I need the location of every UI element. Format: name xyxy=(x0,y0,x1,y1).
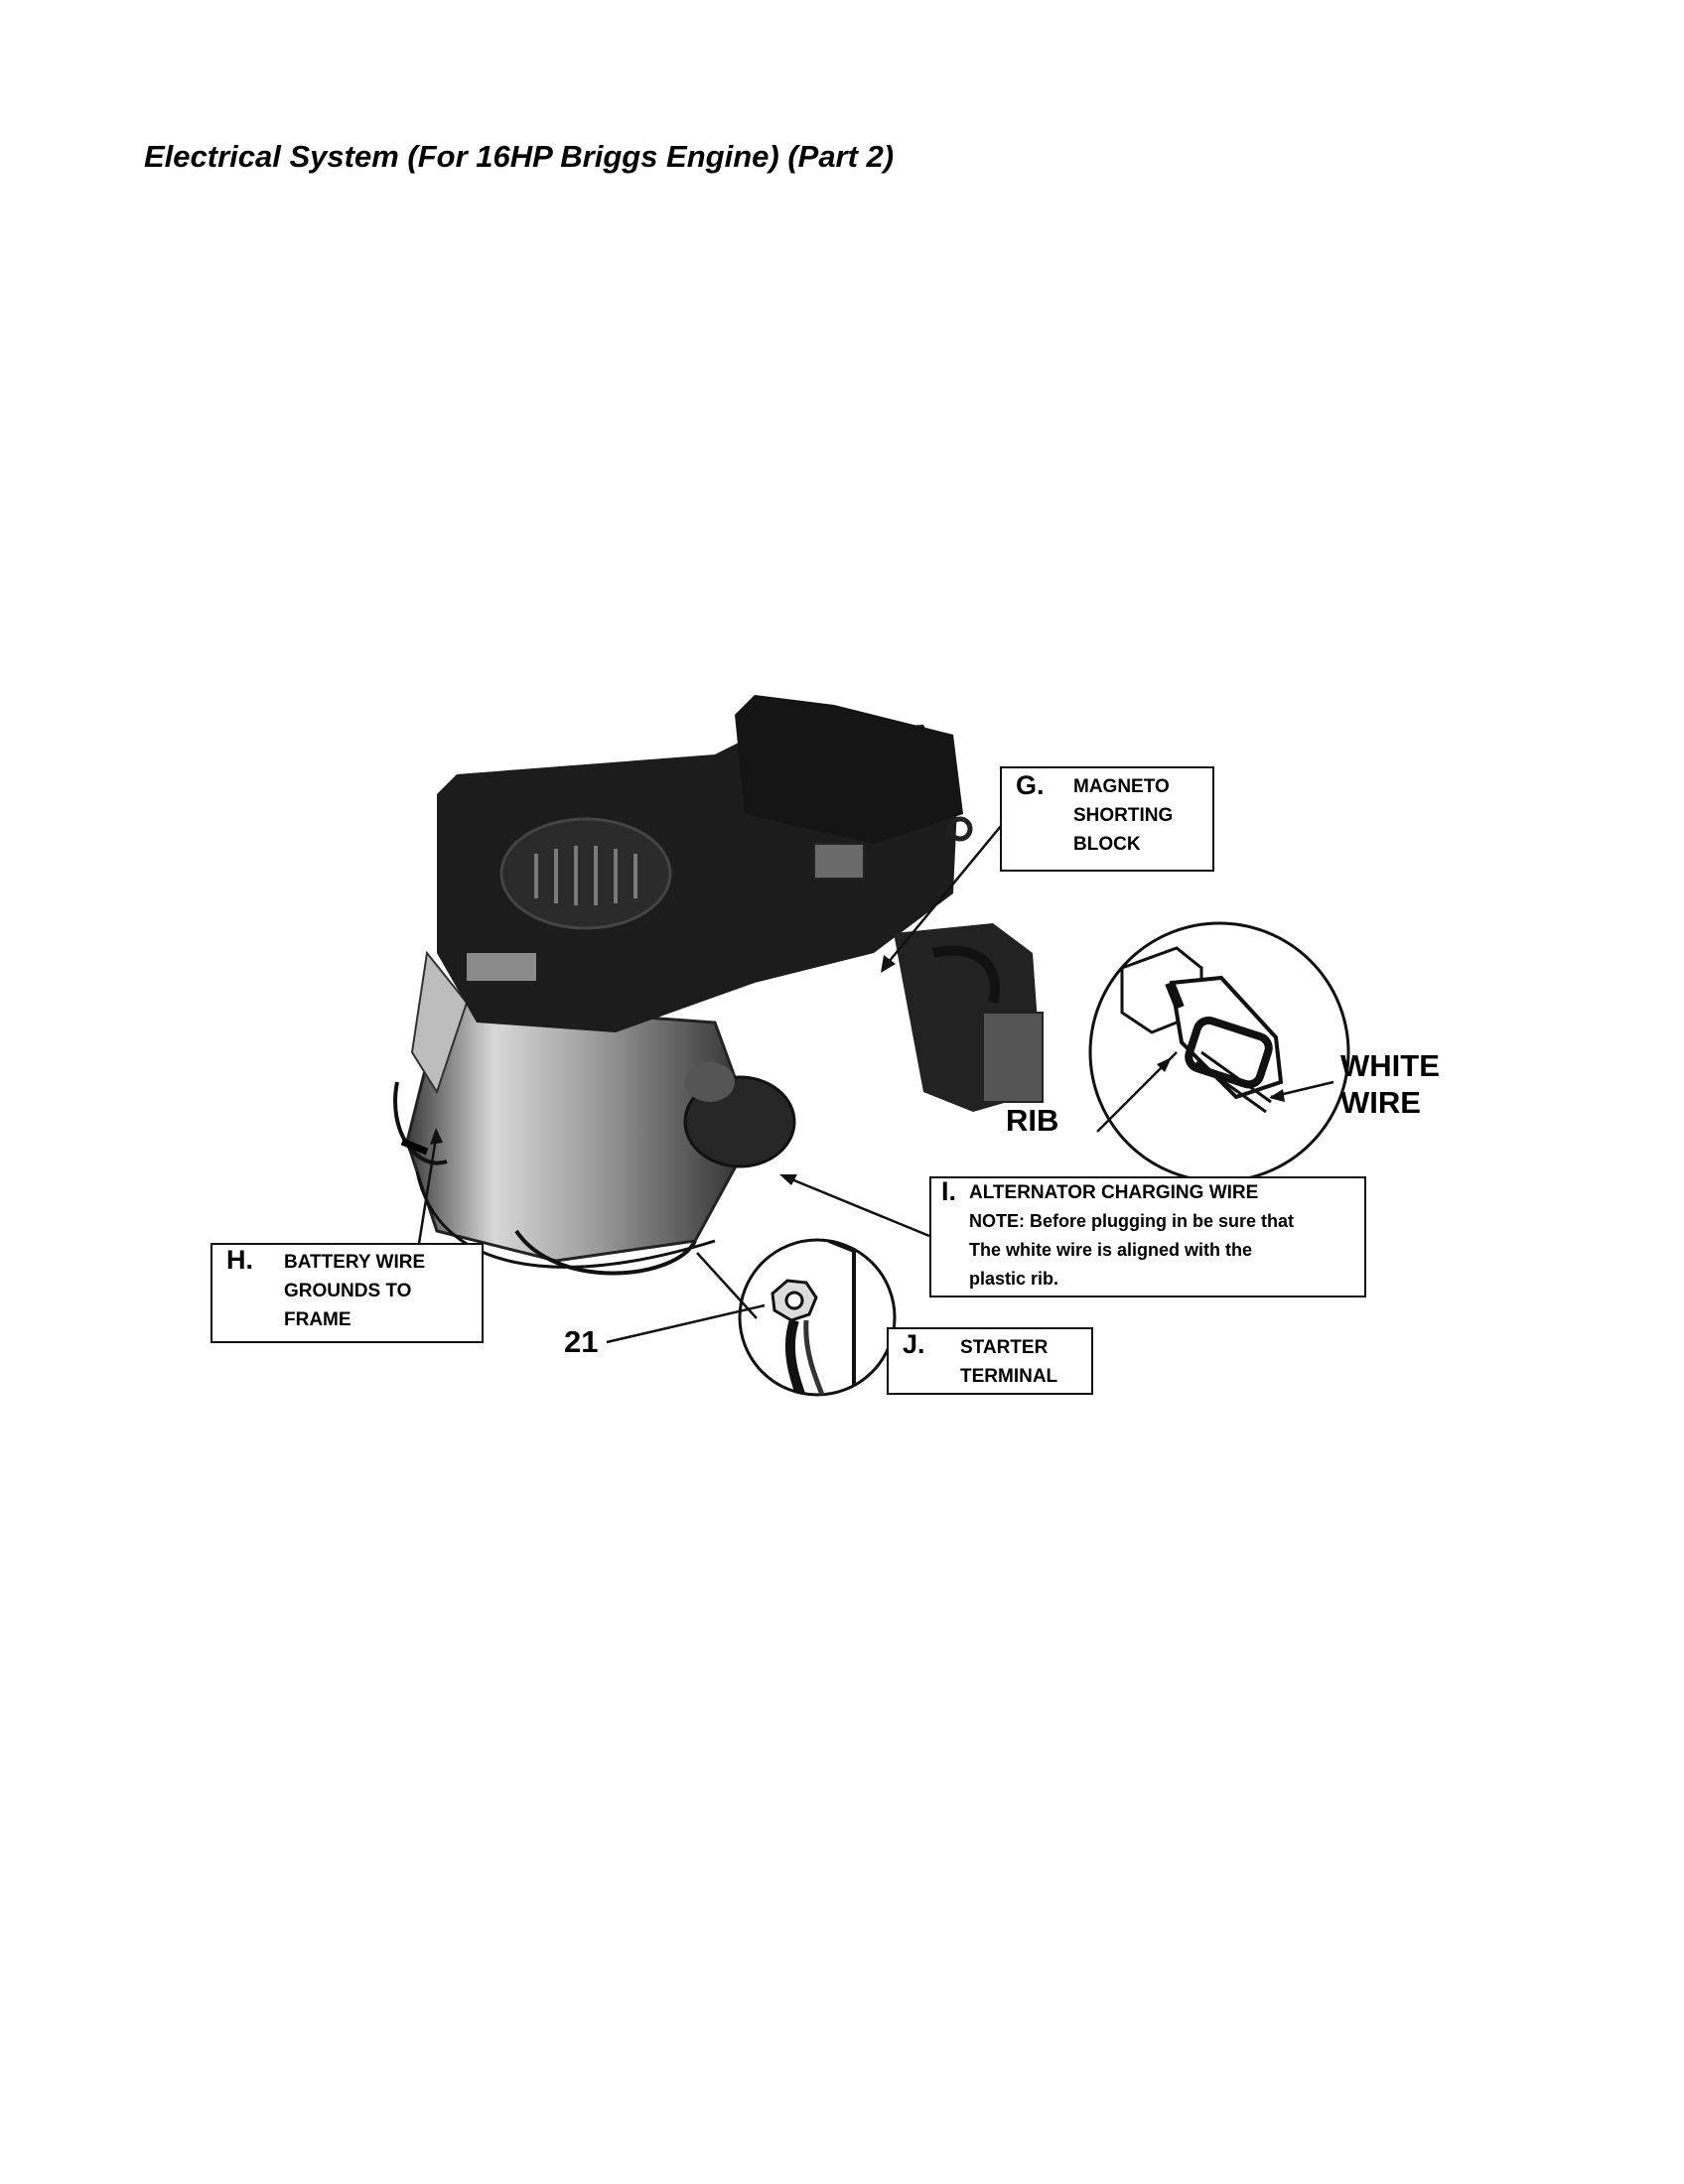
callout-line: BLOCK xyxy=(1073,834,1141,855)
callout-text: STARTER TERMINAL xyxy=(960,1333,1057,1391)
callout-line: BATTERY WIRE xyxy=(284,1252,426,1273)
callout-line: FRAME xyxy=(284,1309,351,1330)
callout-line: MAGNETO xyxy=(1073,776,1170,797)
engine-illustration xyxy=(393,695,1044,1276)
callout-text: BATTERY WIRE GROUNDS TO FRAME xyxy=(284,1248,425,1334)
callout-starter-terminal: J. STARTER TERMINAL xyxy=(887,1327,1093,1395)
white-wire-label: WHITE WIRE xyxy=(1340,1047,1440,1121)
callout-note: NOTE: Before plugging in be sure that Th… xyxy=(969,1207,1294,1294)
label-line: WHITE xyxy=(1340,1048,1440,1083)
callout-line: NOTE: Before plugging in be sure that xyxy=(969,1211,1295,1231)
callout-line: STARTER xyxy=(960,1337,1049,1358)
connector-detail-view xyxy=(1088,921,1350,1183)
page-title: Electrical System (For 16HP Briggs Engin… xyxy=(144,139,895,174)
callout-magneto-shorting-block: G. MAGNETO SHORTING BLOCK xyxy=(1000,766,1214,872)
callout-text: MAGNETO SHORTING BLOCK xyxy=(1073,772,1173,859)
rib-label: RIB xyxy=(1006,1103,1059,1138)
leader-lines xyxy=(415,813,1334,1344)
part-number-21: 21 xyxy=(564,1324,599,1359)
callout-letter: H. xyxy=(226,1245,253,1275)
callout-line: plastic rib. xyxy=(969,1269,1059,1289)
callout-line: TERMINAL xyxy=(960,1366,1058,1387)
starter-terminal-detail-view xyxy=(738,1238,897,1397)
callout-line: GROUNDS TO xyxy=(284,1281,412,1301)
callout-line: The white wire is aligned with the xyxy=(969,1240,1253,1260)
callout-battery-wire-ground: H. BATTERY WIRE GROUNDS TO FRAME xyxy=(210,1243,484,1343)
callout-alternator-charging-wire: I. ALTERNATOR CHARGING WIRE NOTE: Before… xyxy=(929,1176,1366,1297)
callout-line: SHORTING xyxy=(1073,805,1174,826)
callout-letter: J. xyxy=(903,1329,925,1359)
label-line: WIRE xyxy=(1340,1085,1421,1120)
callout-letter: I. xyxy=(941,1176,957,1206)
callout-letter: G. xyxy=(1016,770,1045,800)
callout-heading: ALTERNATOR CHARGING WIRE xyxy=(969,1182,1259,1203)
